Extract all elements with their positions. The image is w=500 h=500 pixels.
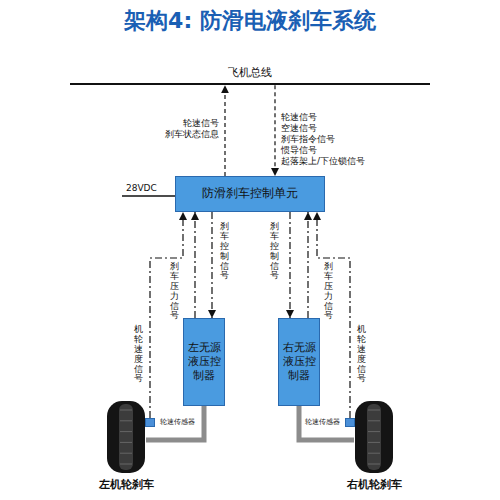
tread-groove — [120, 420, 132, 421]
vertical-signal-label: 机轮速度信号 — [134, 325, 143, 384]
tread-groove — [120, 464, 132, 465]
tire-drawing — [106, 400, 146, 474]
tread-groove — [368, 410, 380, 411]
node-label: 轮速传感器 — [160, 418, 195, 426]
signal-connector — [317, 212, 350, 418]
signal-label: 轮速信号 — [183, 118, 219, 129]
signal-connector — [150, 212, 183, 418]
speed-sensor: 轮速传感器 — [145, 418, 155, 427]
signal-label: 刹车指令信号 — [281, 134, 335, 145]
vertical-signal-label: 机轮速度信号 — [357, 325, 366, 384]
control-unit: 防滑刹车控制单元 — [175, 176, 325, 212]
wheel-brake: 左机轮刹车 — [106, 400, 146, 474]
tread-groove — [368, 431, 380, 432]
node-label: 右无源液压控制器 — [282, 341, 316, 384]
signal-label: 刹车状态信息 — [165, 129, 219, 140]
tread-groove — [368, 420, 380, 421]
tire-drawing — [354, 400, 394, 474]
signal-label: 28VDC — [126, 183, 157, 194]
speed-sensor: 轮速传感器 — [345, 418, 355, 427]
tread-groove — [120, 431, 132, 432]
signal-connector — [274, 85, 275, 176]
tread-groove — [120, 453, 132, 454]
node-label: 左无源液压控制器 — [187, 341, 221, 384]
node-label: 右机轮刹车 — [347, 478, 402, 491]
vertical-signal-label: 刹车控制信号 — [220, 222, 229, 281]
signal-connector — [307, 212, 308, 318]
signal-connector — [211, 212, 212, 318]
node-label: 左机轮刹车 — [99, 478, 154, 491]
tire-tread — [367, 404, 381, 470]
wheel-brake: 右机轮刹车 — [354, 400, 394, 474]
signal-connector — [289, 212, 290, 318]
tread-groove — [120, 442, 132, 443]
node-label: 防滑刹车控制单元 — [202, 186, 298, 202]
power-line — [122, 195, 175, 197]
vertical-signal-label: 刹车压力信号 — [170, 262, 179, 321]
signal-label: 惯导信号 — [281, 145, 317, 156]
hydraulic-pipe — [146, 406, 204, 440]
signal-label: 空速信号 — [281, 123, 317, 134]
node-label: 飞机总线 — [70, 66, 430, 80]
tire — [355, 401, 393, 473]
vertical-signal-label: 刹车压力信号 — [324, 262, 333, 321]
aircraft-bus: 飞机总线 — [70, 66, 430, 85]
diagram-title: 架构4: 防滑电液刹车系统 — [0, 6, 500, 36]
signal-label: 起落架上/下位锁信号 — [281, 156, 365, 167]
hydraulic-pipe — [299, 406, 354, 440]
tire — [107, 401, 145, 473]
hydraulic-controller: 右无源液压控制器 — [278, 318, 320, 406]
tread-groove — [368, 464, 380, 465]
signal-connector — [194, 212, 195, 318]
signal-label: 轮速信号 — [281, 112, 317, 123]
vertical-signal-label: 刹车控制信号 — [270, 222, 279, 281]
hydraulic-controller: 左无源液压控制器 — [183, 318, 225, 406]
tread-groove — [368, 442, 380, 443]
tread-groove — [120, 410, 132, 411]
signal-connector — [224, 85, 225, 176]
tire-tread — [119, 404, 133, 470]
tread-groove — [368, 453, 380, 454]
node-label: 轮速传感器 — [305, 418, 340, 426]
